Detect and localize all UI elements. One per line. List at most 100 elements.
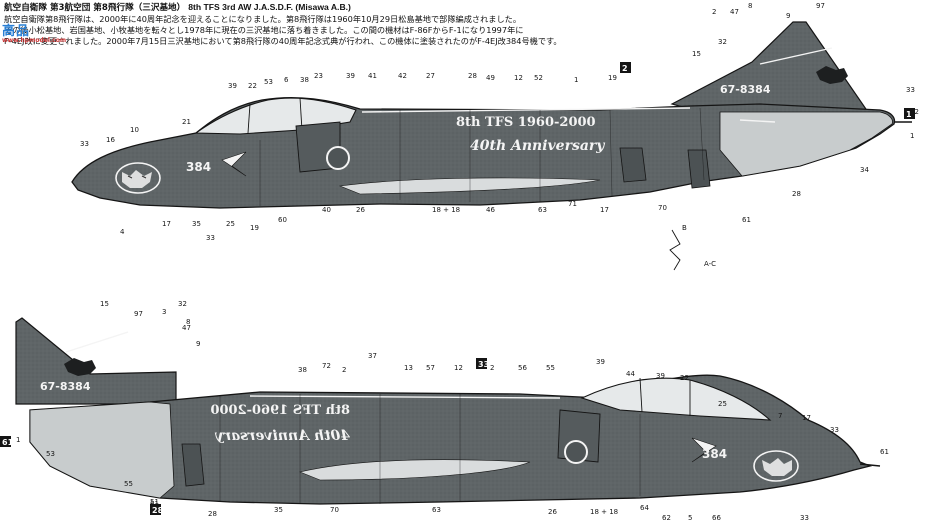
decal-callout-number: 28: [208, 510, 217, 518]
decal-callout-number: 39: [596, 358, 605, 366]
decal-callout-number: 1: [574, 76, 578, 84]
decal-callout-number: 16: [106, 136, 115, 144]
tail-fin: [15, 317, 177, 405]
decal-callout-number: 27: [426, 72, 435, 80]
decal-callout-number: 46: [486, 206, 495, 214]
decal-callout-number: 25: [718, 400, 727, 408]
decal-callout-number: 53: [46, 450, 55, 458]
decal-callout-number: 49: [486, 74, 495, 82]
decal-callout-number: 2: [490, 364, 494, 372]
anniversary-line-1: 8th TFS 1960-2000: [456, 115, 596, 130]
anniversary-line-2: 40th Anniversary: [215, 428, 350, 444]
decal-callout-number: 2: [342, 366, 346, 374]
decal-callout-number: 41: [368, 72, 377, 80]
decal-callout-number: 35: [274, 506, 283, 514]
underside-panel: [719, 111, 893, 177]
decal-callout-number: 57: [426, 364, 435, 372]
callout-badge-label: 1: [906, 110, 912, 119]
decal-callout-number: 8: [748, 2, 752, 10]
decal-callout-number: 44: [626, 370, 635, 378]
decal-callout-number: 32: [178, 300, 187, 308]
decal-callout-number: 38: [300, 76, 309, 84]
decal-callout-number: 38: [298, 366, 307, 374]
decal-callout-number: 39: [346, 72, 355, 80]
caption-line: F-4EJ改に変更されました。2000年7月15日三沢基地において第8飛行隊の4…: [4, 36, 562, 46]
callout-badge: [150, 504, 161, 515]
decal-callout-number: 39: [656, 372, 665, 380]
decal-callout-number: 33: [830, 426, 839, 434]
decal-callout-number: 26: [548, 508, 557, 516]
decal-callout-number: 25: [226, 220, 235, 228]
decal-callout-number: 97: [134, 310, 143, 318]
callout-badge: [904, 108, 915, 119]
decal-callout-number: 33: [80, 140, 89, 148]
decal-callout-number: 72: [322, 362, 331, 370]
decal-callout-number: 35: [192, 220, 201, 228]
wing-root-highlight: [299, 459, 531, 481]
callout-badge-label: 33: [478, 360, 489, 369]
decal-callout-number: 12: [454, 364, 463, 372]
decal-callout-number: 22: [680, 374, 689, 382]
decal-callout-number: 97: [816, 2, 825, 10]
decal-callout-number: 55: [124, 480, 133, 488]
tiger-head-marking: [753, 450, 799, 482]
tail-emblem: [816, 66, 848, 84]
tail-number: 67-8384: [40, 380, 91, 393]
callout-badge-label: 61: [2, 438, 14, 447]
decal-callout-number: 63: [538, 206, 547, 214]
tail-chevron: [691, 437, 717, 463]
decal-callout-number: 5: [688, 514, 692, 522]
caption-line: その後小松基地、岩国基地、小牧基地を転々とし1978年に現在の三沢基地に落ち着き…: [4, 25, 524, 35]
decal-callout-number: 64: [640, 504, 649, 512]
detail-label-ac: A-C: [704, 260, 716, 268]
detail-label-b: B: [682, 224, 687, 232]
decal-callout-number: 33: [206, 234, 215, 242]
decal-callout-number: 18 + 18: [590, 508, 618, 516]
decal-callout-number: 19: [250, 224, 259, 232]
decal-callout-number: 63: [432, 506, 441, 514]
hinomaru-roundel: [326, 146, 350, 170]
callout-badge-label: 2: [622, 64, 628, 73]
decal-callout-number: 33: [906, 86, 915, 94]
tail-number: 67-8384: [720, 83, 771, 96]
watermark-site: www.hpmodel.com: [2, 37, 67, 44]
caption-line: 航空自衛隊第8飛行隊は、2000年に40周年記念を迎えることになりました。第8飛…: [4, 14, 522, 24]
decal-callout-number: 60: [278, 216, 287, 224]
anniversary-line-2: 40th Anniversary: [470, 138, 605, 154]
caption-block: 航空自衛隊 第3航空団 第8飛行隊（三沢基地） 8th TFS 3rd AW J…: [4, 2, 604, 47]
decal-callout-number: 28: [792, 190, 801, 198]
decal-callout-number: 33: [800, 514, 809, 522]
decal-callout-number: 32: [718, 38, 727, 46]
decal-callout-number: 17: [600, 206, 609, 214]
decal-callout-number: 9: [786, 12, 790, 20]
decal-callout-number: 53: [264, 78, 273, 86]
decal-callout-number: 13: [404, 364, 413, 372]
caption-header-en: 8th TFS 3rd AW J.A.S.D.F. (Misawa A.B.): [188, 2, 351, 12]
decal-callout-number: 56: [518, 364, 527, 372]
callout-badge: [620, 62, 631, 73]
watermark: 高品 www.hpmodel.com: [2, 20, 66, 44]
tail-emblem: [64, 358, 96, 376]
decal-callout-number: 6: [284, 76, 289, 84]
decal-callout-number: 62: [662, 514, 671, 522]
decal-callout-number: 37: [368, 352, 377, 360]
decal-callout-number: 70: [658, 204, 667, 212]
decal-callout-number: 1: [16, 436, 20, 444]
decal-callout-number: 22: [248, 82, 257, 90]
decal-callout-number: 1: [910, 132, 914, 140]
decal-callout-number: 17: [162, 220, 171, 228]
nose-number: 384: [186, 160, 211, 174]
tail-chevron: [221, 151, 247, 177]
decal-callout-number: 71: [568, 200, 577, 208]
decal-callout-number: 55: [546, 364, 555, 372]
decal-callout-number: 47: [730, 8, 739, 16]
aircraft-left-side-view: [71, 21, 912, 209]
decal-callout-number: 12: [514, 74, 523, 82]
decal-callout-number: 21: [182, 118, 191, 126]
decal-callout-number: 42: [398, 72, 407, 80]
decal-callout-number: 52: [534, 74, 543, 82]
underside-panel: [29, 401, 175, 499]
decal-callout-number: 39: [228, 82, 237, 90]
decal-callout-number: 4: [120, 228, 125, 236]
